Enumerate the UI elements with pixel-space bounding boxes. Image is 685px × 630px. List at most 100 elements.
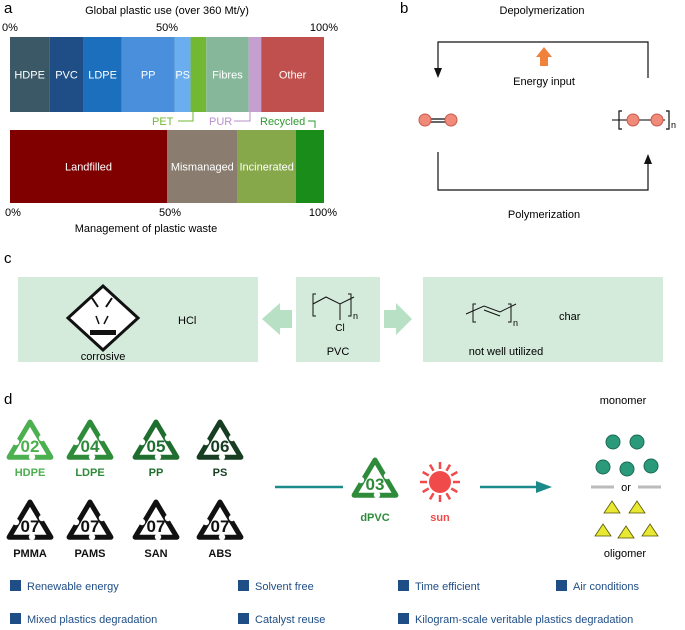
recycling-arrow-gap	[72, 438, 80, 446]
waste-segment	[237, 130, 296, 203]
resin-code: 07	[147, 517, 166, 536]
pvc-caption: PVC	[327, 346, 350, 358]
feature-item: Mixed plastics degradation	[27, 614, 157, 626]
polymer-bead-left	[626, 113, 640, 127]
plastic-use-segment-label: PP	[141, 70, 156, 82]
panel-a: a Global plastic use (over 360 Mt/y) 0% …	[2, 0, 338, 235]
recycling-arrow-gap	[138, 518, 146, 526]
recycling-arrow-gap	[38, 514, 46, 522]
recycling-arrow-gap	[218, 453, 226, 461]
callout-pet-leader	[178, 112, 194, 122]
recycling-arrow-gap	[383, 472, 391, 480]
arrow-to-char	[384, 303, 412, 335]
recycling-arrow-gap	[28, 533, 36, 541]
recycling-codes-grid: 02HDPE04LDPE05PP06PS07PMMA07PAMS07SAN07A…	[6, 419, 244, 560]
top-tick-100: 100%	[310, 22, 338, 34]
recycling-arrow-gap	[357, 476, 365, 484]
feature-item: Time efficient	[415, 581, 480, 593]
feature-item: Renewable energy	[27, 581, 119, 593]
panel-b: b Depolymerization Energy input n Polyme…	[400, 0, 676, 221]
resin-label: ABS	[208, 548, 231, 560]
bottom-tick-0: 0%	[5, 207, 21, 219]
resin-code: 03	[366, 475, 385, 494]
recycling-arrow-gap	[88, 533, 96, 541]
polymerization-arrow	[437, 152, 649, 191]
sun-disc	[429, 471, 451, 493]
polyene-subscript: n	[513, 318, 518, 328]
recycling-arrow-gap	[228, 514, 236, 522]
recycling-arrow-gap	[88, 453, 96, 461]
pvc-box	[296, 277, 380, 362]
plastic-use-segment-label: Fibres	[212, 70, 243, 82]
bottom-tick-50: 50%	[159, 207, 181, 219]
feature-item: Catalyst reuse	[255, 614, 325, 626]
monomer-sphere	[643, 458, 659, 474]
recycling-arrow-gap	[218, 533, 226, 541]
resin-code: 07	[21, 517, 40, 536]
oligomer-triangle	[628, 500, 646, 514]
resin-label: PS	[213, 467, 228, 479]
recycling-arrow-gap	[164, 434, 172, 442]
resin-label: PAMS	[75, 548, 106, 560]
resin-code: 07	[81, 517, 100, 536]
sun-ray	[428, 492, 435, 500]
recycling-arrow-gap	[164, 514, 172, 522]
top-tick-0: 0%	[2, 22, 18, 34]
plastic-use-segment	[10, 37, 50, 112]
panel-a-top-title: Global plastic use (over 360 Mt/y)	[85, 5, 249, 17]
plastic-use-segment	[206, 37, 249, 112]
resin-label: HDPE	[15, 467, 46, 479]
pvc-bracket-left	[312, 293, 316, 317]
polymer-bead-right	[650, 113, 664, 127]
recycling-arrow-gap	[138, 438, 146, 446]
recycling-arrow-gap	[154, 453, 162, 461]
plastic-use-segment	[190, 37, 207, 112]
oligomer-triangle	[603, 500, 621, 514]
panel-d: d 02HDPE04LDPE05PP06PS07PMMA07PAMS07SAN0…	[4, 391, 661, 626]
monomer-label: monomer	[600, 395, 647, 407]
recycling-arrow-gap	[98, 514, 106, 522]
oligomer-triangle	[641, 523, 659, 537]
waste-segment-label: Incinerated	[239, 162, 293, 174]
polymerization-label: Polymerization	[508, 209, 580, 221]
feature-bullet	[398, 580, 409, 591]
sun-label: sun	[430, 512, 450, 524]
polyene-bracket-right	[508, 303, 512, 323]
energy-input-arrow-icon	[536, 47, 552, 66]
or-label: or	[621, 482, 631, 494]
plastic-use-segment-label: PS	[175, 70, 190, 82]
polymerization-arrowhead	[644, 154, 652, 164]
depolymerization-arrow	[437, 41, 649, 78]
resin-code: 04	[81, 437, 100, 456]
feature-bullet	[10, 580, 21, 591]
recycling-arrow-gap	[12, 518, 20, 526]
feature-bullet	[10, 613, 21, 624]
corrosive-caption: corrosive	[81, 351, 126, 363]
recycling-arrow-gap	[373, 491, 381, 499]
pvc-bracket-right	[348, 293, 352, 317]
monomer-sphere	[619, 461, 635, 477]
bottom-tick-100: 100%	[309, 207, 337, 219]
plastic-use-segment-label: Other	[279, 70, 307, 82]
depolymerization-label: Depolymerization	[500, 5, 585, 17]
polymer-bracket-right	[666, 110, 670, 130]
corrosive-hazard-icon	[65, 283, 141, 353]
feature-bullet	[238, 580, 249, 591]
monomer-sphere	[629, 434, 645, 450]
plastic-use-segment	[121, 37, 175, 112]
corrosive-tubes-icon	[91, 297, 113, 308]
callout-recycled-leader	[308, 120, 316, 128]
sun-icon	[420, 462, 460, 502]
callout-recycled: Recycled	[260, 116, 305, 128]
resin-code: 06	[211, 437, 230, 456]
arrow-to-hcl	[262, 303, 292, 335]
callout-pur-leader	[234, 112, 251, 122]
